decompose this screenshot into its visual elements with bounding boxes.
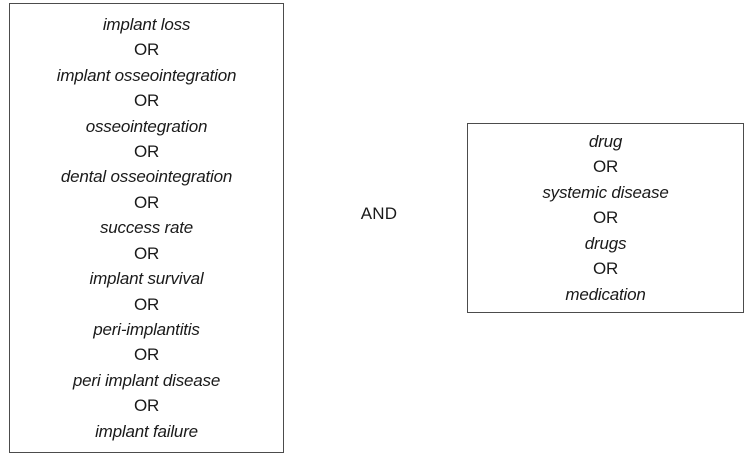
search-term: osseointegration [85,116,208,136]
search-term: implant osseointegration [56,65,237,85]
or-operator-label: OR [133,142,160,162]
search-term: implant failure [95,421,198,441]
and-operator-label: AND [360,204,398,223]
search-term: drugs [584,233,627,253]
or-operator-label: OR [133,294,160,314]
search-term: systemic disease [542,182,669,202]
or-operator-label: OR [592,259,619,279]
search-term: peri implant disease [72,370,221,390]
search-term: dental osseointegration [60,167,233,187]
or-operator-label: OR [133,40,160,60]
search-term: implant loss [102,15,191,35]
search-term: peri-implantitis [93,319,200,339]
or-operator-label: OR [133,91,160,111]
or-operator-label: OR [133,192,160,212]
or-operator-label: OR [133,345,160,365]
search-term: drug [588,132,623,152]
or-operator-label: OR [592,208,619,228]
search-term: medication [565,284,646,304]
or-operator-label: OR [133,243,160,263]
search-term: success rate [99,218,194,238]
or-operator-label: OR [592,157,619,177]
search-term: implant survival [89,269,204,289]
or-operator-label: OR [133,396,160,416]
